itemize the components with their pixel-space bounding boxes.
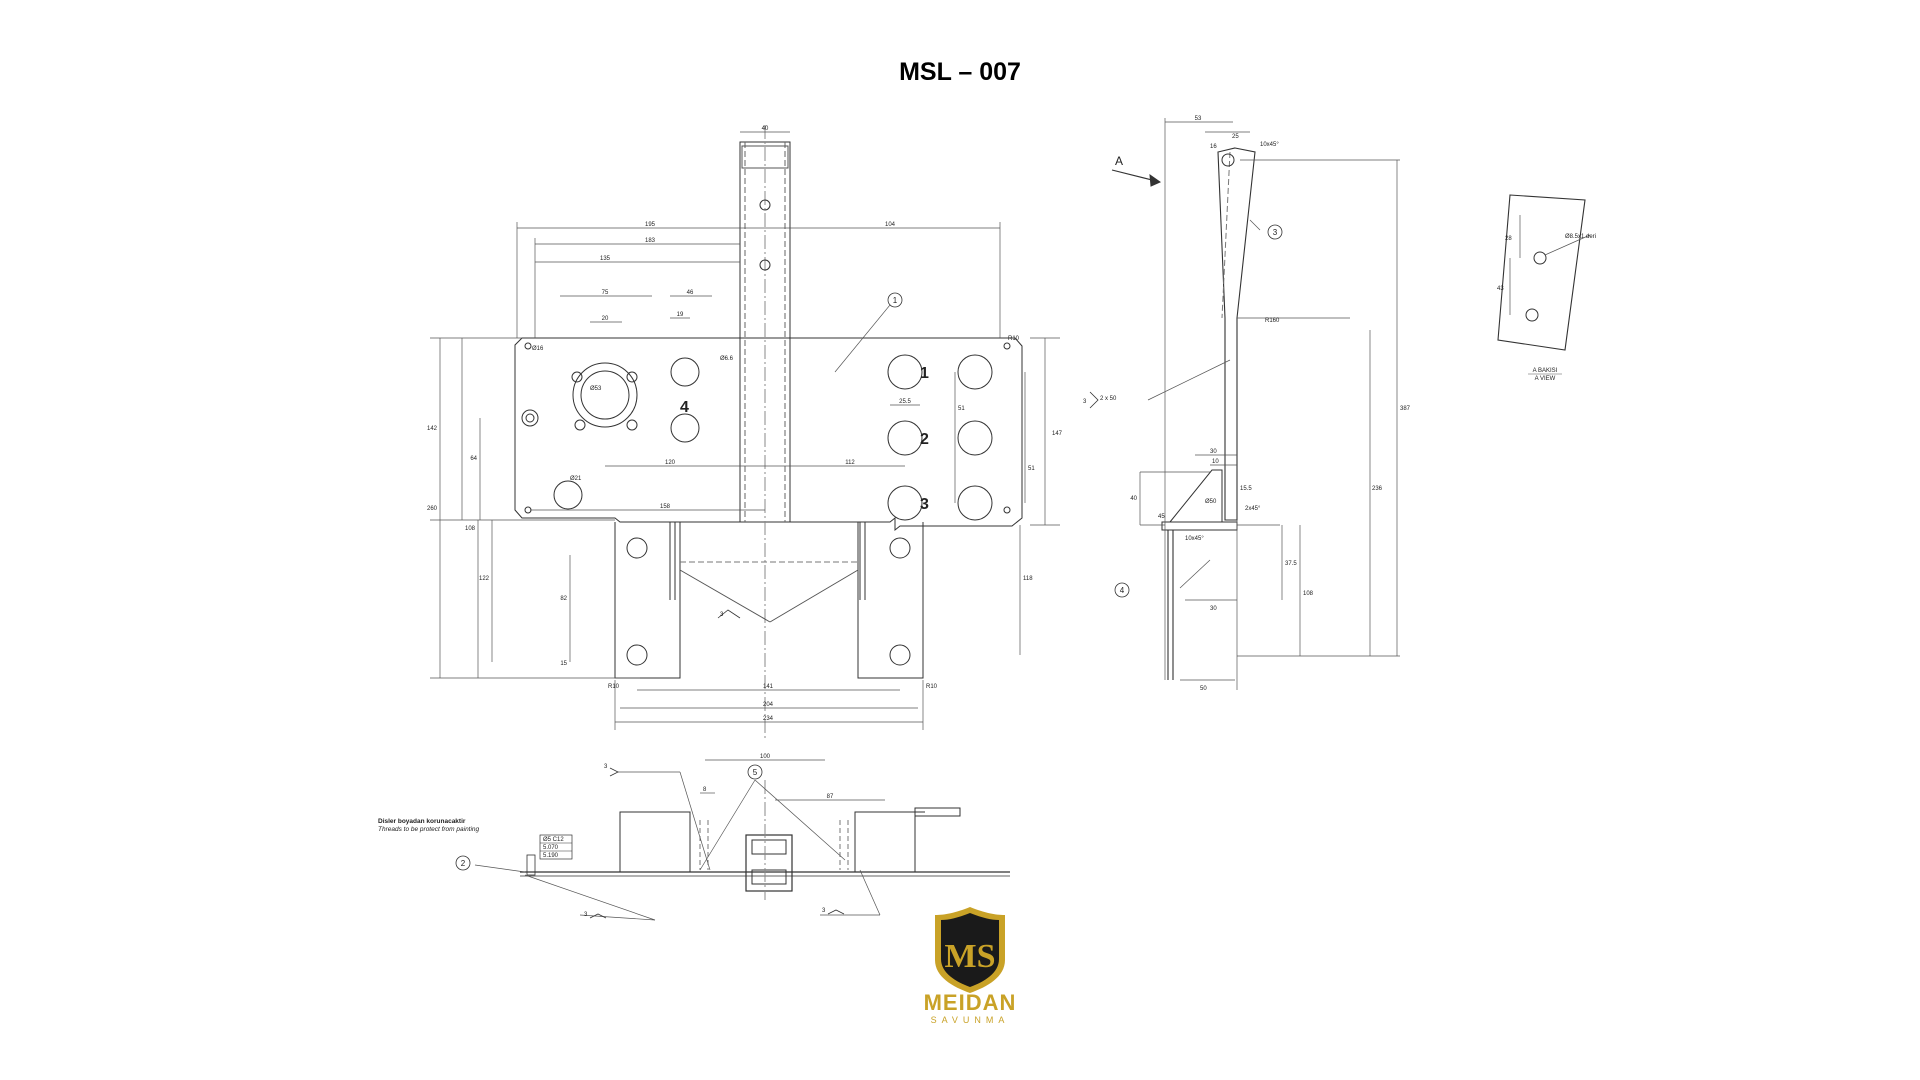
bottom-callout-5: 5 <box>753 768 758 777</box>
side-dim-13: 37.5 <box>1285 561 1297 567</box>
detail-caption-2: A VIEW <box>1535 376 1556 382</box>
side-dim-9: Ø50 <box>1205 499 1217 505</box>
left-bracket <box>614 522 681 679</box>
note-1: R10 <box>1008 336 1020 342</box>
side-dim-2: 25 <box>1232 134 1239 140</box>
detail-bar <box>1497 194 1586 351</box>
flange-hole <box>572 362 638 428</box>
bottom-callout-2: 2 <box>461 859 466 868</box>
detail-dim-1: 43 <box>1497 286 1504 292</box>
side-dim-0: 53 <box>1195 116 1202 122</box>
side-dim-11: 10x45° <box>1185 536 1204 542</box>
main-plate-outline <box>514 337 1023 532</box>
paint-note-tr: Disler boyadan korunacaktir <box>378 818 466 825</box>
hole-dim-2: 51 <box>1028 466 1035 472</box>
tol-0: Ø5 C12 <box>543 837 564 843</box>
side-dim-15: 30 <box>1210 606 1217 612</box>
dim-top-0: 40 <box>762 126 769 132</box>
side-dim-3: 10x45° <box>1260 142 1279 148</box>
dim-top-7: 20 <box>602 316 609 322</box>
hole-dim-0: 25.5 <box>899 399 911 405</box>
note-3: R10 <box>926 684 938 690</box>
dim-left-6: 15 <box>560 661 567 667</box>
dim-left-1: 64 <box>470 456 477 462</box>
note-5: Ø6.6 <box>720 356 734 362</box>
dim-top-8: 19 <box>677 312 684 318</box>
bottom-dim-0: 100 <box>760 754 771 760</box>
dim-left-2: 260 <box>427 506 438 512</box>
side-weld-note: 3 <box>1083 399 1087 405</box>
bottom-weld-1: 3 <box>584 912 588 918</box>
dim-bottom-3: 141 <box>763 684 774 690</box>
detail-view-a: 28 43 Ø8.5x1 deri A BAKISI A VIEW <box>1497 194 1596 382</box>
hole-number-2: 2 <box>920 431 929 448</box>
note-4: Ø21 <box>570 476 582 482</box>
side-view: A 53 16 25 10x45° 2 x 50 30 10 15.5 40 Ø… <box>1083 116 1411 692</box>
dim-right-0: 147 <box>1052 431 1063 437</box>
dim-left-4: 122 <box>479 576 490 582</box>
tol-2: 5.190 <box>543 853 559 859</box>
side-dim-17: 236 <box>1372 486 1383 492</box>
dim-bottom-5: 234 <box>763 716 774 722</box>
dim-top-6: 46 <box>687 290 694 296</box>
side-dim-16: 50 <box>1200 686 1207 692</box>
view-arrow-label: A <box>1115 154 1123 168</box>
dim-top-2: 104 <box>885 222 896 228</box>
note-0: Ø16 <box>532 346 544 352</box>
bottom-weld-0: 3 <box>604 764 608 770</box>
note-2: R10 <box>608 684 620 690</box>
side-dim-12: 2x45° <box>1245 506 1261 512</box>
dim-top-1: 195 <box>645 222 656 228</box>
side-dim-4: 2 x 50 <box>1100 396 1117 402</box>
hole-number-4: 4 <box>680 399 689 416</box>
front-view: 40 195 104 183 135 75 46 20 19 142 64 26… <box>427 125 1063 740</box>
dim-top-5: 75 <box>602 290 609 296</box>
side-callout-4: 4 <box>1120 586 1125 595</box>
side-dim-10: 45 <box>1158 514 1165 520</box>
side-dim-8: 40 <box>1130 496 1137 502</box>
detail-caption-1: A BAKISI <box>1533 368 1558 374</box>
detail-dim-0: 28 <box>1505 236 1512 242</box>
side-dim-5: 30 <box>1210 449 1217 455</box>
dim-bottom-2: 158 <box>660 504 671 510</box>
detail-dim-2: Ø8.5x1 deri <box>1565 234 1596 240</box>
note-6: Ø53 <box>590 386 602 392</box>
side-dim-7: 15.5 <box>1240 486 1252 492</box>
side-dim-1: 16 <box>1210 144 1217 150</box>
callout-1: 1 <box>893 296 898 305</box>
tol-1: 5.070 <box>543 845 559 851</box>
dim-bottom-0: 120 <box>665 460 676 466</box>
dim-bottom-1: 112 <box>845 460 855 466</box>
side-dim-6: 10 <box>1212 459 1219 465</box>
drawing-title: MSL – 007 <box>899 58 1021 86</box>
shield-monogram-icon: MS <box>935 907 1005 993</box>
brand-subtitle: SAVUNMA <box>930 1015 1010 1025</box>
monogram-text: MS <box>945 938 996 975</box>
hole-dim-1: 51 <box>958 406 965 412</box>
bottom-dim-1: 87 <box>827 794 834 800</box>
side-r-note: R160 <box>1265 318 1280 324</box>
right-bracket <box>857 522 924 679</box>
callout-3: 3 <box>720 612 724 618</box>
brand-name: MEIDAN <box>923 990 1017 1015</box>
dim-right-1: 118 <box>1023 576 1033 582</box>
brand-logo: MS <box>905 905 1035 1035</box>
bottom-dim-2: 8 <box>703 787 707 793</box>
bottom-weld-2: 3 <box>822 908 826 914</box>
dim-top-3: 183 <box>645 238 656 244</box>
side-callout-3: 3 <box>1273 228 1278 237</box>
side-dim-18: 387 <box>1400 406 1411 412</box>
dim-top-4: 135 <box>600 256 611 262</box>
dim-left-0: 142 <box>427 426 438 432</box>
dim-bottom-4: 204 <box>763 702 774 708</box>
side-dim-14: 108 <box>1303 591 1314 597</box>
bottom-view: Disler boyadan korunacaktir Threads to b… <box>378 754 1010 921</box>
dim-left-5: 82 <box>560 596 567 602</box>
bent-bar <box>1217 147 1256 521</box>
dim-left-3: 108 <box>465 526 476 532</box>
paint-note-en: Threads to be protect from painting <box>378 826 480 833</box>
hole-number-1: 1 <box>920 365 929 382</box>
hole-number-3: 3 <box>920 496 929 513</box>
